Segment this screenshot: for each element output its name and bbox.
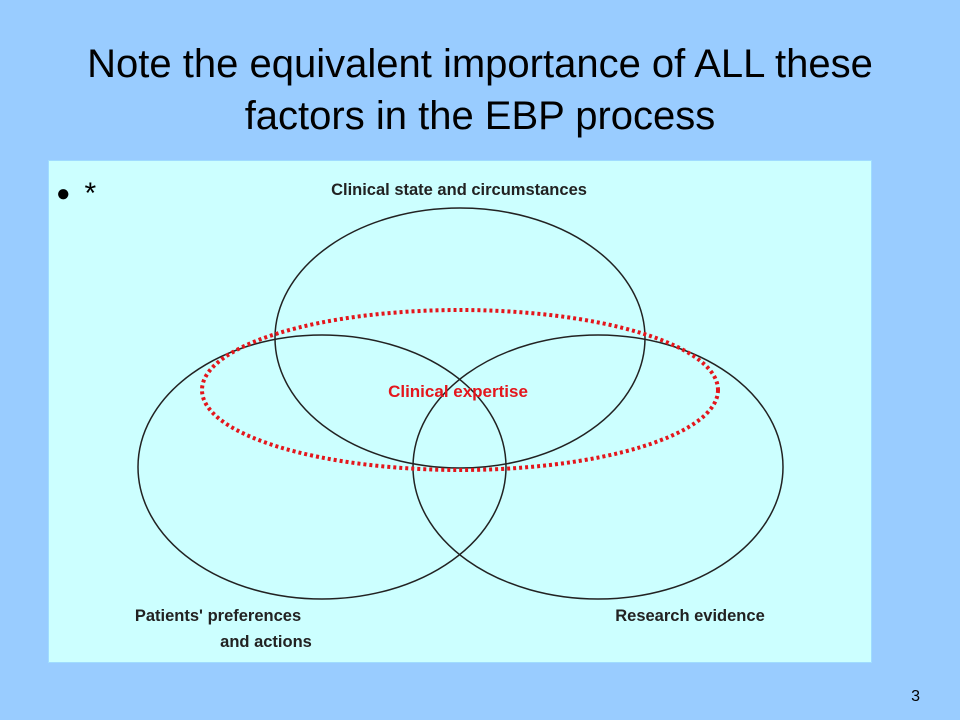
- bullet-dot-icon: ●: [56, 180, 71, 207]
- slide-title-line-1: Note the equivalent importance of ALL th…: [87, 42, 873, 86]
- slide-title: Note the equivalent importance of ALL th…: [40, 38, 920, 142]
- circle-clinical-state: [274, 207, 646, 469]
- bullet-text: *: [84, 177, 97, 210]
- label-clinical-state: Clinical state and circumstances: [331, 181, 587, 199]
- label-patients-line-1: Patients' preferences: [135, 607, 301, 625]
- label-patients-line-2: and actions: [220, 633, 312, 651]
- circle-patients-preferences: [137, 334, 507, 600]
- label-research-evidence: Research evidence: [615, 607, 765, 625]
- page-number: 3: [911, 688, 920, 705]
- circle-research-evidence: [412, 334, 784, 600]
- label-clinical-expertise: Clinical expertise: [388, 382, 528, 401]
- bullet-item: ●*: [56, 176, 96, 212]
- diagram-panel: [48, 160, 872, 663]
- slide-title-line-2: factors in the EBP process: [244, 94, 716, 138]
- ellipse-clinical-expertise: [200, 308, 720, 472]
